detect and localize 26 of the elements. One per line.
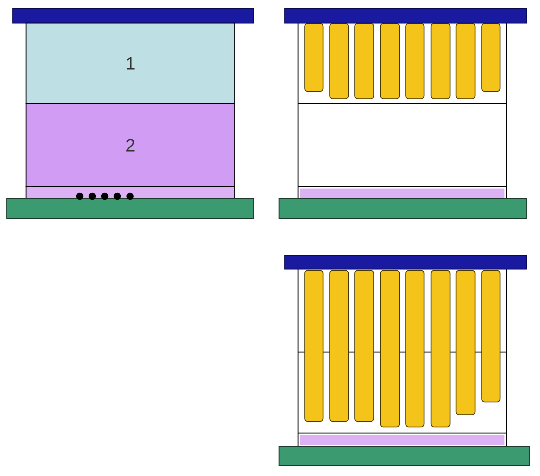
column [330, 23, 350, 100]
column [482, 23, 501, 92]
top-plate [284, 8, 528, 24]
column [354, 270, 374, 422]
column [330, 270, 350, 422]
substrate [278, 198, 528, 220]
substrate [6, 198, 254, 220]
column [406, 23, 425, 100]
interface-layer [300, 188, 505, 198]
interface-layer [300, 435, 505, 446]
column [430, 270, 451, 428]
column [380, 23, 400, 100]
column [430, 23, 451, 100]
layer-box: 1 [26, 22, 236, 104]
column [406, 270, 425, 428]
layer-box: 2 [26, 104, 236, 188]
column [456, 23, 476, 100]
column [304, 23, 324, 92]
column [380, 270, 400, 428]
column [354, 23, 374, 100]
column [304, 270, 324, 422]
column [482, 270, 501, 403]
substrate [278, 446, 530, 466]
top-plate [284, 256, 528, 270]
top-plate [12, 8, 254, 24]
column [456, 270, 476, 416]
